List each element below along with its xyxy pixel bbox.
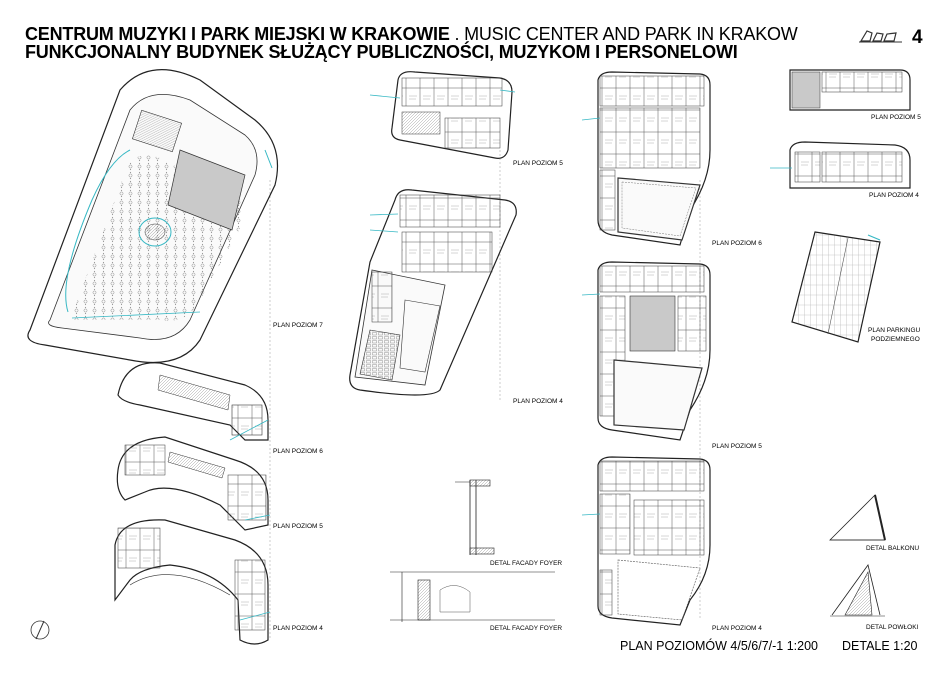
plan-level4-left: [114, 519, 271, 645]
label-col4-level5: PLAN POZIOM 5: [871, 114, 921, 121]
label-detail-balcony: DETAL BALKONU: [866, 545, 920, 552]
plan-level5-small: [789, 69, 911, 111]
title-english: . MUSIC CENTER AND PARK IN KRAKOW: [454, 24, 798, 44]
north-arrow-icon: [30, 620, 50, 640]
subtitle: FUNKCJONALNY BUDYNEK SŁUŻĄCY PUBLICZNOŚC…: [25, 42, 738, 62]
label-col1-level7: PLAN POZIOM 7: [273, 322, 323, 329]
plan-parking: [791, 231, 881, 343]
page-number: 4: [912, 27, 923, 48]
label-detail-shell: DETAL POWŁOKI: [866, 624, 919, 631]
plan-level5-right: [581, 261, 711, 441]
label-detail-foyer-1: DETAL FACADY FOYER: [490, 560, 563, 567]
label-parking-1: PLAN PARKINGU: [868, 327, 921, 334]
plan-level5-center: [369, 71, 516, 159]
label-col4-level4: PLAN POZIOM 4: [869, 192, 919, 199]
plan-level6-left: [117, 362, 269, 441]
plan-level4-small: [770, 141, 911, 189]
detail-foyer-1: [455, 479, 495, 555]
label-col2-level4: PLAN POZIOM 4: [513, 398, 563, 405]
label-detail-foyer-2: DETAL FACADY FOYER: [490, 625, 563, 632]
detail-shell: [830, 564, 885, 617]
plan-level4-center: [349, 189, 517, 396]
footer-details-scale: DETALE 1:20: [842, 639, 918, 653]
label-col1-level6: PLAN POZIOM 6: [273, 448, 323, 455]
label-col3-level6: PLAN POZIOM 6: [712, 240, 762, 247]
footer-plans-scale: PLAN POZIOMÓW 4/5/6/7/-1 1:200: [620, 639, 818, 653]
logo-icon: [859, 30, 902, 43]
detail-foyer-2: [390, 571, 555, 622]
plan-level5-left: [116, 436, 271, 531]
label-col1-level5: PLAN POZIOM 5: [273, 523, 323, 530]
label-parking-2: PODZIEMNEGO: [871, 336, 920, 343]
plan-level7: [27, 69, 279, 364]
title-polish: CENTRUM MUZYKI I PARK MIEJSKI W KRAKOWIE: [25, 24, 450, 44]
label-col2-level5: PLAN POZIOM 5: [513, 160, 563, 167]
label-col3-level5: PLAN POZIOM 5: [712, 443, 762, 450]
label-col1-level4: PLAN POZIOM 4: [273, 625, 323, 632]
detail-balcony: [829, 494, 886, 541]
main-title: CENTRUM MUZYKI I PARK MIEJSKI W KRAKOWIE…: [25, 24, 798, 45]
plan-level6-right: [581, 71, 711, 246]
plan-level4-right: [581, 456, 711, 626]
label-col3-level4: PLAN POZIOM 4: [712, 625, 762, 632]
